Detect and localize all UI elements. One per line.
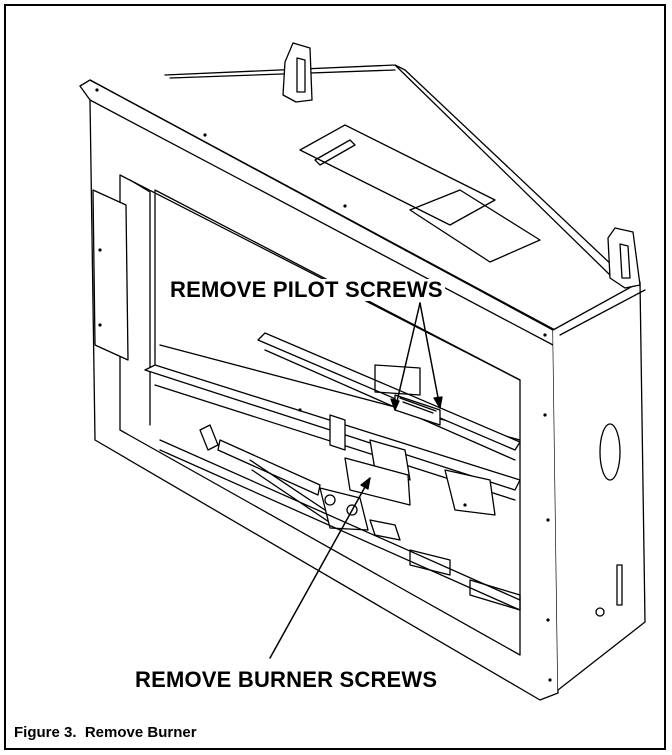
top-housing-ridge: [169, 69, 396, 79]
figure-caption: Figure 3. Remove Burner: [14, 724, 197, 741]
side-hole: [595, 607, 605, 617]
pilot-leader-arrow-right: [433, 396, 443, 409]
side-slot: [616, 564, 623, 606]
burner-valve-assembly: [199, 424, 369, 531]
remove-pilot-screws-label: REMOVE PILOT SCREWS: [168, 277, 445, 302]
side-oval-cutout: [599, 423, 621, 481]
burner-leader-line: [269, 477, 371, 659]
remove-burner-screws-label: REMOVE BURNER SCREWS: [133, 667, 440, 692]
lower-wiring: [369, 519, 401, 541]
right-side-panel: [552, 281, 646, 691]
front-face-top-edge: [79, 79, 556, 346]
screw-dots: [95, 88, 552, 682]
lower-tray: [469, 579, 521, 611]
burner-leader-arrow: [360, 477, 371, 490]
lower-rail: [159, 439, 521, 611]
right-side-inner-edge: [559, 289, 646, 336]
left-louver-panel: [92, 189, 129, 361]
top-cover-plate-3: [314, 139, 356, 166]
burner-mount-plate: [344, 457, 411, 506]
right-bracket: [444, 469, 496, 516]
pilot-leader-line-right: [419, 302, 441, 409]
center-bracket: [329, 414, 346, 451]
firebox-inner-top: [129, 179, 151, 426]
pilot-leader-line-left: [394, 302, 421, 411]
top-bracket-right: [607, 227, 641, 289]
pilot-leader-arrow-left: [390, 398, 400, 411]
top-cover-plate-2: [409, 189, 541, 263]
top-cover-plate: [299, 124, 496, 226]
top-bracket-left: [282, 42, 313, 103]
